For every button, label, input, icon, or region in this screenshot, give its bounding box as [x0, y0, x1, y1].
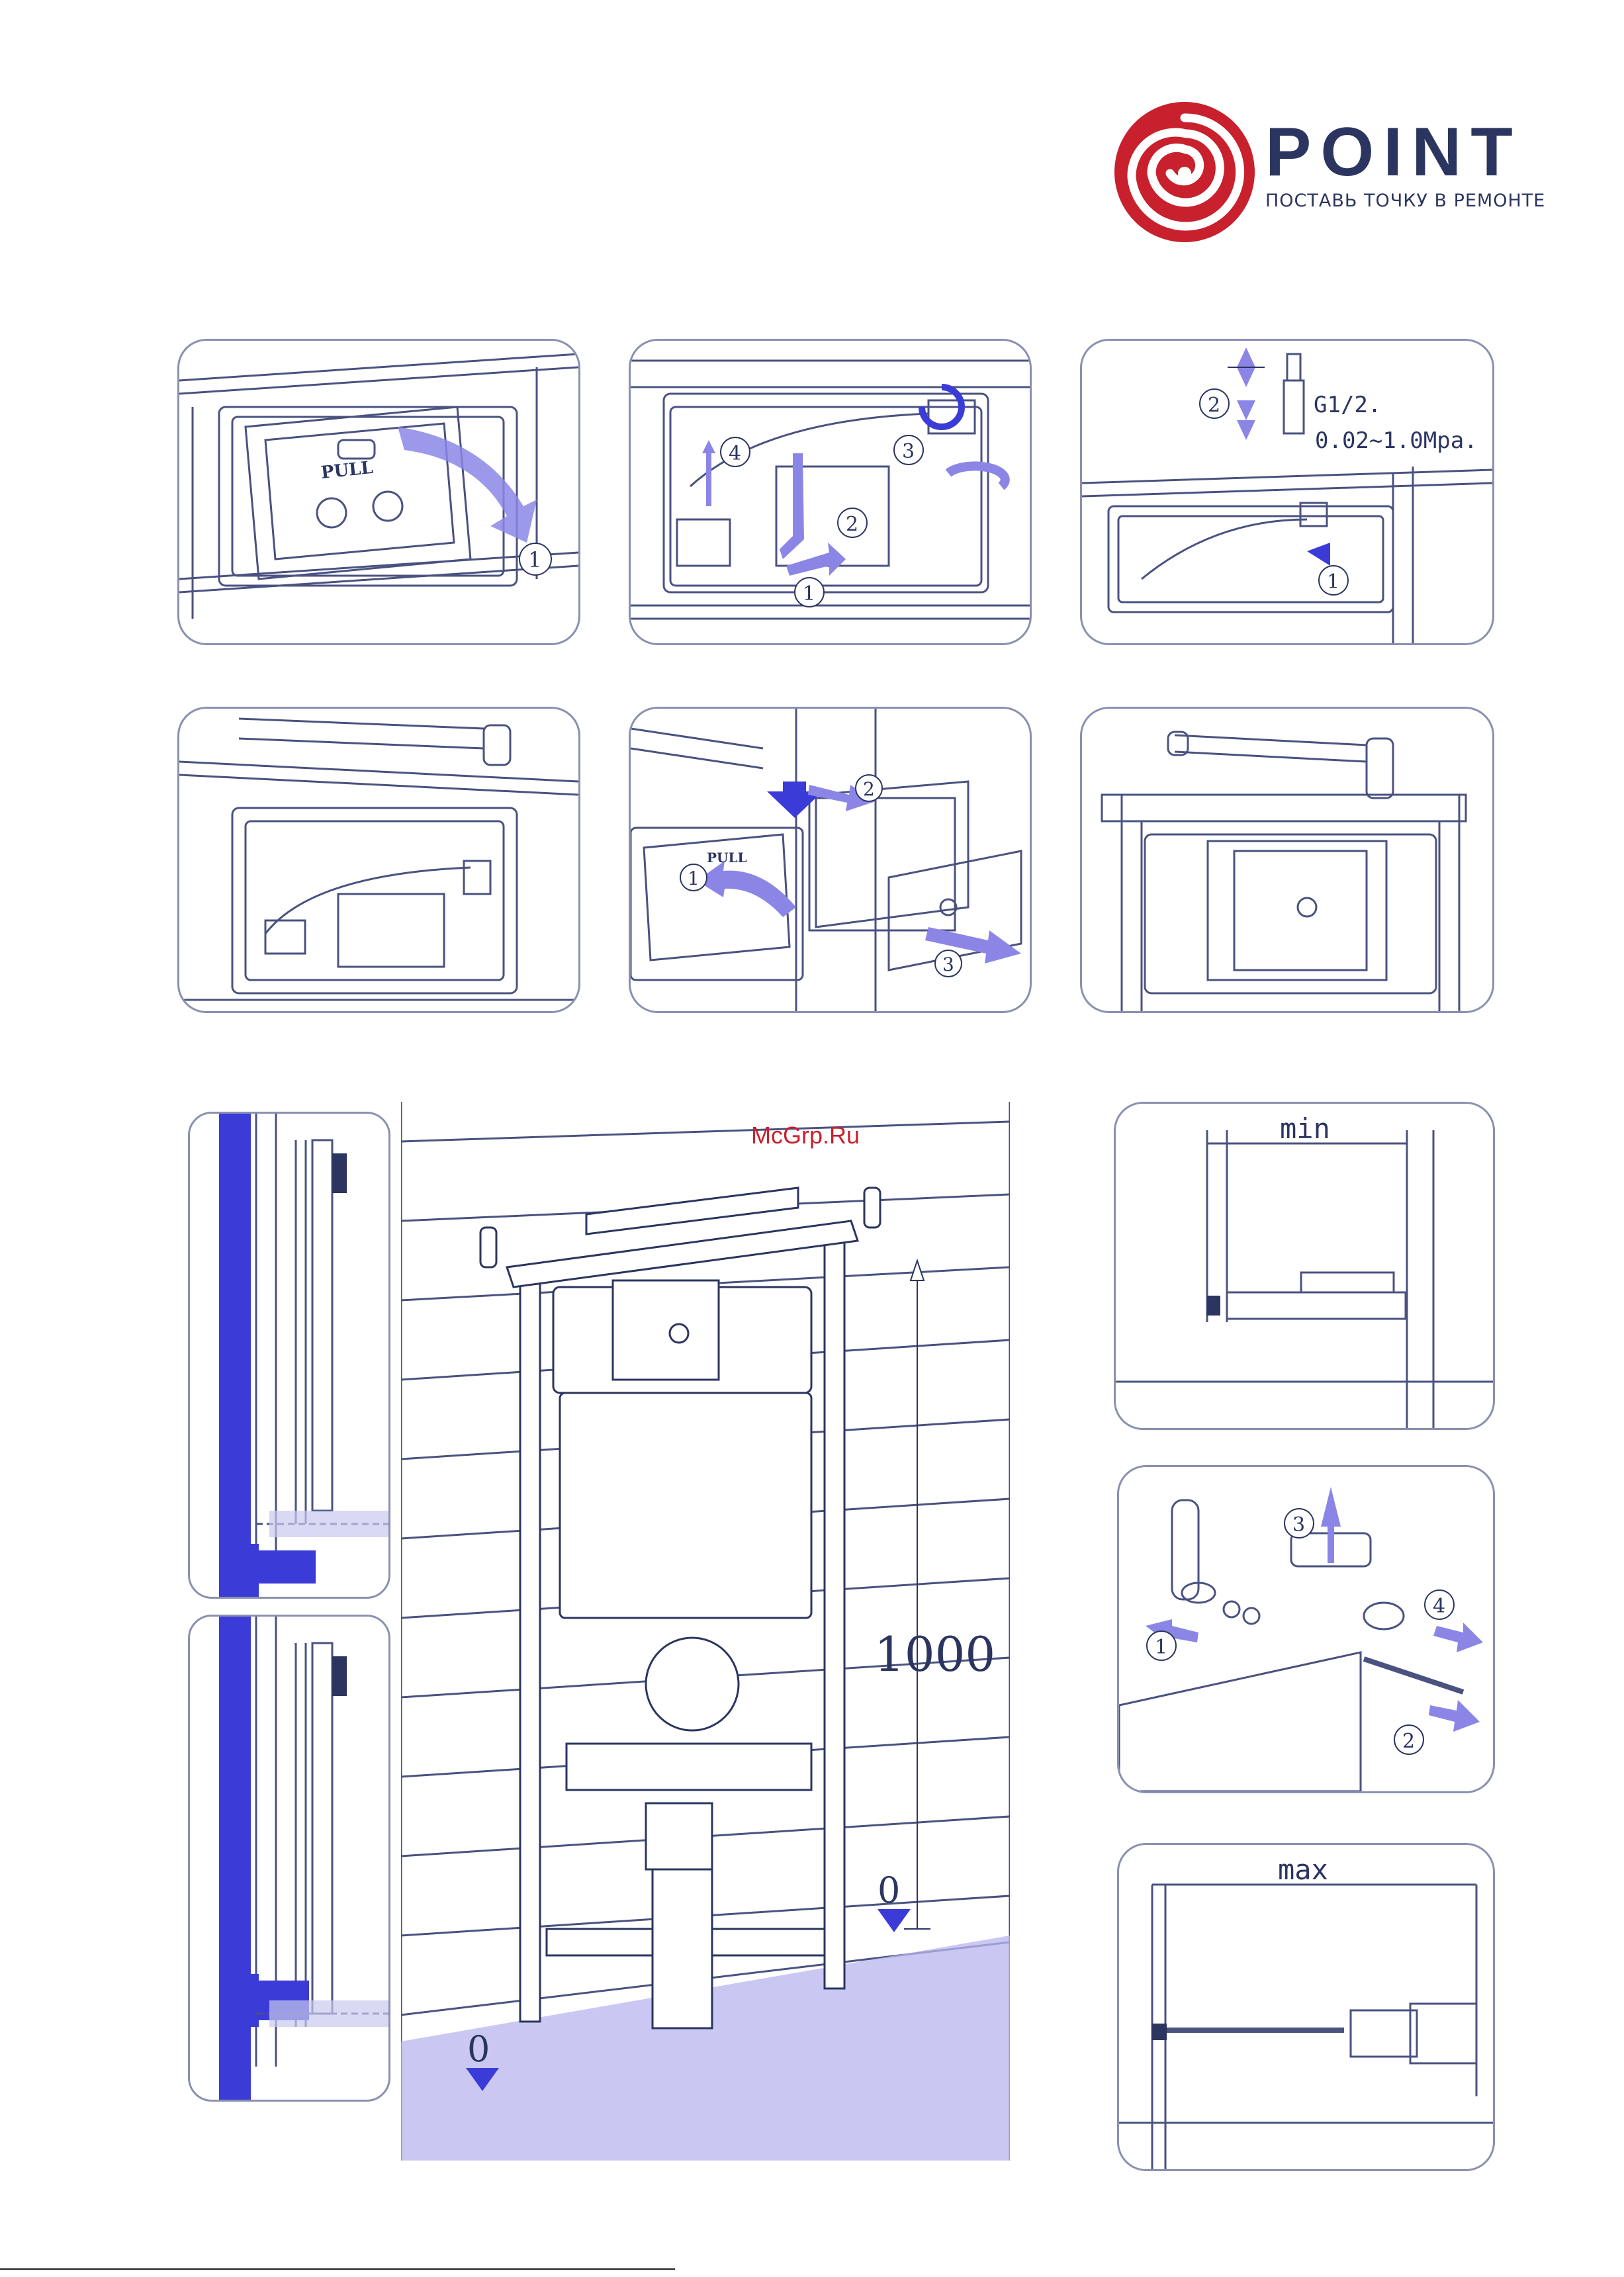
- main-installation-drawing: 1000 0 0: [401, 1102, 1010, 2161]
- steel-frame: [480, 1188, 880, 2028]
- height-label: 1000: [874, 1627, 995, 1682]
- zero-mark-right: 0: [878, 1869, 900, 1911]
- step-panel-disconnect-valve: 4 2 3 1: [629, 339, 1032, 645]
- panel-3-drawing: 2 G1/2. 0.02~1.0Mpa. 1: [1082, 341, 1492, 643]
- height-dimension: [904, 1261, 930, 1929]
- panel-2-drawing: 4 2 3 1: [631, 341, 1030, 643]
- brand-tagline: ПОСТАВЬ ТОЧКУ В РЕМОНТЕ: [1265, 191, 1545, 211]
- step-number: 3: [942, 954, 954, 975]
- step-panel-remove-cover: PULL 1: [177, 339, 580, 645]
- side-profile-drain-low: [188, 1112, 390, 1599]
- step-number: 4: [729, 442, 741, 465]
- step-number: 2: [1402, 1730, 1415, 1753]
- step-number: 1: [688, 868, 699, 889]
- panel-4-drawing: [179, 709, 578, 1011]
- step-panel-cistern-interior: [177, 707, 580, 1013]
- pull-label: PULL: [707, 850, 747, 866]
- lift-arrow: [702, 440, 715, 506]
- step-number: 4: [1433, 1595, 1445, 1618]
- installation-frame-svg: 1000 0 0: [401, 1102, 1010, 2161]
- max-drawing: max: [1119, 1845, 1493, 2169]
- panel-1-drawing: PULL 1: [179, 341, 578, 643]
- zero-mark-left: 0: [467, 2028, 490, 2070]
- step-panel-install-cover: PULL 1 2 3: [629, 707, 1032, 1013]
- push-arrow: [780, 453, 804, 559]
- wall-bracket-assembly-panel: 3 1 4 2: [1117, 1465, 1495, 1793]
- side-profile-2-drawing: [190, 1617, 388, 2100]
- panel-6-drawing: [1082, 709, 1492, 1011]
- bracket-drawing: 3 1 4 2: [1119, 1467, 1493, 1791]
- pressure-spec: 0.02~1.0Mpa.: [1315, 427, 1478, 454]
- step-number: 1: [803, 582, 815, 605]
- wall-distance-min-panel: min: [1114, 1102, 1495, 1430]
- watermark: McGrp.Ru: [751, 1122, 860, 1149]
- max-label: max: [1278, 1853, 1328, 1886]
- step-number: 1: [1327, 570, 1339, 594]
- step-number: 3: [902, 440, 915, 463]
- side-profile-1-drawing: [190, 1114, 388, 1597]
- step-number: 2: [1208, 394, 1220, 417]
- pull-label: PULL: [320, 458, 375, 483]
- brand-name: POINT: [1265, 118, 1522, 187]
- thread-spec: G1/2.: [1314, 392, 1381, 418]
- step-panel-finished-frame: [1080, 707, 1494, 1013]
- footer-rule: [0, 2268, 675, 2270]
- panel-5-drawing: PULL 1 2 3: [631, 709, 1030, 1011]
- step-number: 2: [863, 778, 875, 800]
- brand-logo-spiral: [1112, 99, 1257, 245]
- min-label: min: [1280, 1112, 1330, 1145]
- step-number: 3: [1292, 1513, 1305, 1537]
- step-panel-water-connection: 2 G1/2. 0.02~1.0Mpa. 1: [1080, 339, 1494, 645]
- min-drawing: min: [1116, 1104, 1493, 1428]
- step-number: 1: [1155, 1636, 1167, 1659]
- step-number: 2: [846, 513, 858, 536]
- side-profile-drain-high: [188, 1615, 390, 2102]
- step-number: 1: [528, 547, 541, 572]
- wall-distance-max-panel: max: [1117, 1843, 1495, 2171]
